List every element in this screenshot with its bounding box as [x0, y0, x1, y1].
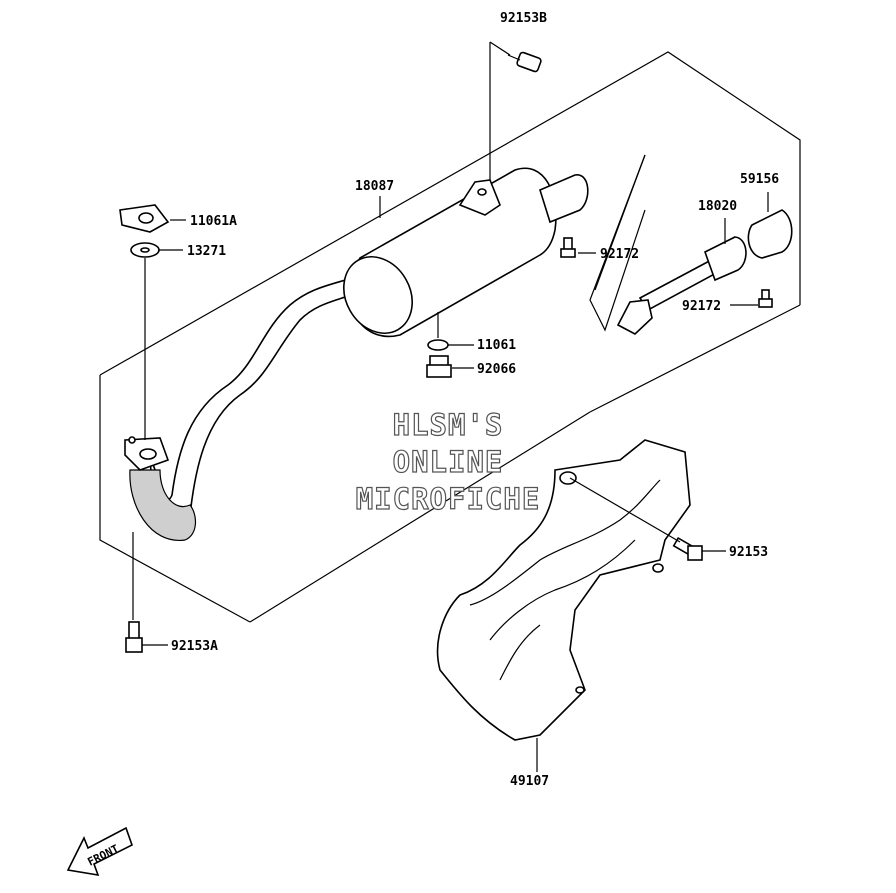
part-number-label: 49107 — [510, 774, 549, 789]
part-number-label: 59156 — [740, 172, 779, 187]
watermark-line: MICROFICHE — [356, 482, 541, 516]
heat-guard-hole — [559, 471, 577, 485]
gasket-11061A — [119, 204, 170, 233]
header-flange-bolt-hole — [128, 436, 136, 444]
spark-arrester-body — [704, 236, 747, 282]
leader-lines — [132, 41, 769, 772]
part-number-label: 11061 — [477, 338, 516, 353]
watermark-line: HLSM'S — [393, 408, 504, 442]
heat-guard-inner-rib-3 — [499, 624, 541, 681]
bolt-92153B — [507, 51, 542, 73]
plug-92066 — [426, 355, 452, 378]
gasket-13271 — [130, 242, 160, 258]
spark-arrester-cone — [616, 299, 653, 335]
watermark-line: ONLINE — [393, 445, 504, 479]
bracket-hole — [477, 188, 487, 196]
header-pipe-bend — [129, 469, 196, 541]
part-number-label: 92153A — [171, 639, 218, 654]
heat-guard-inner-rib-2 — [489, 539, 636, 641]
bolt-92153 — [672, 536, 703, 561]
heat-guard-hole-2 — [652, 563, 664, 573]
part-number-label: 18020 — [698, 199, 737, 214]
bolt-92153A — [125, 621, 143, 653]
assembly-frame-right-lower — [249, 411, 591, 623]
spark-arrester-cap — [747, 209, 793, 259]
part-number-label: 92153B — [500, 11, 547, 26]
heat-guard-hole-3 — [575, 686, 585, 694]
assembly-frame-lower — [99, 375, 251, 623]
inset-box-edge — [594, 154, 646, 291]
heat-guard-inner-rib — [469, 479, 661, 606]
assembly-frame-edge — [589, 304, 801, 413]
part-number-label: 92172 — [682, 299, 721, 314]
muffler-end-cap — [343, 256, 413, 334]
part-number-label: 92172 — [600, 247, 639, 262]
front-direction-arrow: FRONT — [66, 826, 133, 877]
part-number-label: 11061A — [190, 214, 237, 229]
header-flange-hole — [139, 448, 157, 460]
muffler-mount-bracket — [458, 179, 501, 216]
part-number-label: 92153 — [729, 545, 768, 560]
part-number-label: 13271 — [187, 244, 226, 259]
part-number-label: 18087 — [355, 179, 394, 194]
part-number-label: 92066 — [477, 362, 516, 377]
gasket-11061 — [427, 339, 449, 351]
bolt-92172-lower — [758, 289, 773, 308]
muffler-outlet — [539, 174, 589, 224]
assembly-frame — [99, 51, 801, 376]
bolt-92172-upper — [560, 237, 576, 258]
header-pipe — [149, 277, 364, 525]
inset-box — [589, 154, 646, 332]
